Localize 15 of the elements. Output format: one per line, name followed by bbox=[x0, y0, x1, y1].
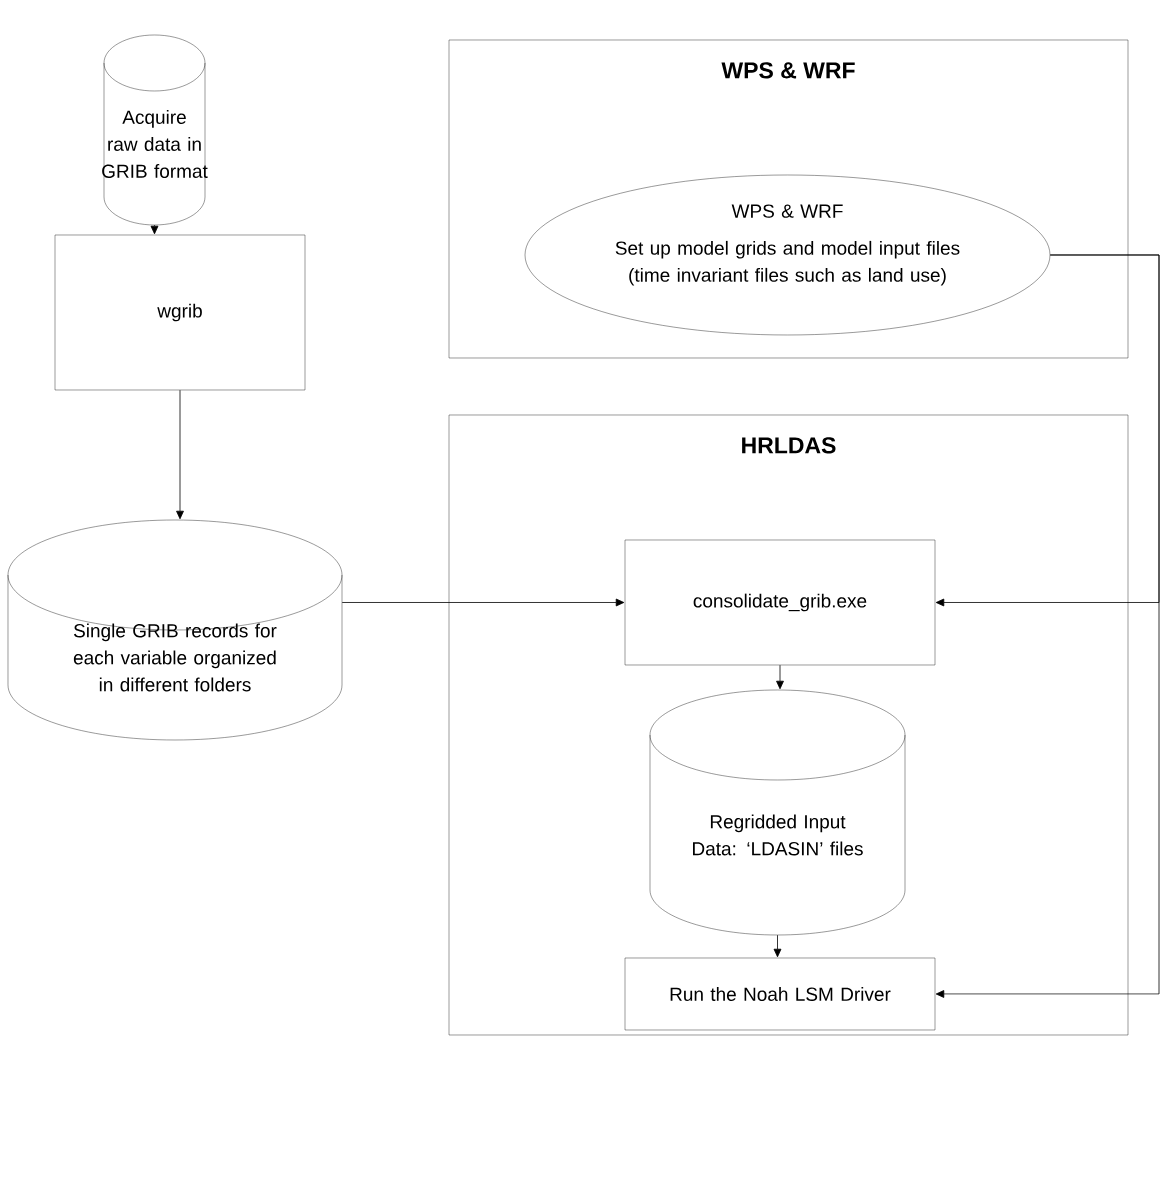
process-box: consolidate_grib.exe bbox=[624, 539, 936, 666]
arrow bbox=[776, 664, 784, 690]
process-box: Run the Noah LSM Driver bbox=[624, 957, 936, 1031]
node-label: Regridded Input Data: ‘LDASIN’ files bbox=[693, 814, 863, 856]
arrow bbox=[773, 934, 782, 958]
process-box: wgrib bbox=[54, 234, 306, 391]
storage-cylinder: Acquire raw data in GRIB format bbox=[102, 34, 208, 226]
storage-cylinder: Regridded Input Data: ‘LDASIN’ files bbox=[649, 689, 906, 936]
storage-cylinder: Single GRIB records for each variable organized in different folders bbox=[7, 519, 343, 741]
arrow bbox=[176, 389, 184, 520]
node-label: each variable organized in different folders bbox=[73, 650, 276, 692]
node-label: Acquire raw data in GRIB format bbox=[102, 110, 208, 178]
arrow bbox=[935, 254, 1160, 998]
arrow bbox=[341, 598, 625, 607]
arrow bbox=[150, 224, 159, 235]
